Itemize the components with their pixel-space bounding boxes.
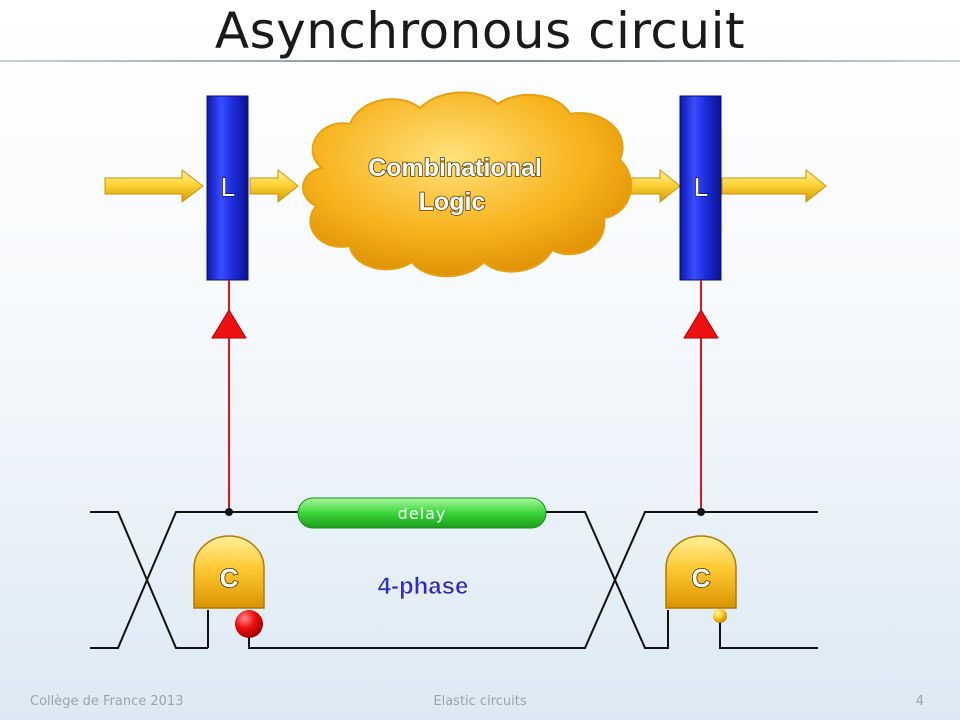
latch-left-label: L [221, 172, 235, 202]
logic-label-line1: Combinational [368, 154, 542, 182]
slide-title: Asynchronous circuit [214, 2, 746, 60]
delay-element: delay [297, 497, 547, 529]
data-arrow-output [721, 168, 827, 204]
title-divider [0, 60, 960, 62]
c-element-left: C [193, 535, 265, 609]
c-element-left-label: C [220, 563, 239, 593]
latch-right: L [679, 95, 722, 281]
protocol-label: 4-phase [378, 573, 469, 600]
delay-label: delay [398, 504, 447, 523]
c-element-right-label: C [692, 563, 711, 593]
combinational-logic-cloud: Combinational Logic [302, 91, 633, 278]
footer-institution: Collège de France 2013 [30, 694, 184, 709]
slide-number: 4 [915, 694, 924, 709]
data-arrow-input [104, 168, 204, 204]
footer-topic: Elastic circuits [433, 694, 527, 709]
data-arrow-logic-to-latch [629, 168, 681, 204]
junction-dot-left [225, 508, 233, 516]
logic-label-line2: Logic [419, 188, 486, 216]
inverter-bubble-yellow [713, 609, 727, 623]
junction-dot-right [697, 508, 705, 516]
latch-right-label: L [694, 172, 708, 202]
enable-signal-left [211, 280, 247, 510]
enable-signal-right [683, 280, 719, 510]
data-arrow-latch-to-logic [249, 168, 299, 204]
c-element-right: C [665, 535, 737, 609]
inverter-bubble-red [235, 610, 263, 638]
latch-left: L [206, 95, 249, 281]
